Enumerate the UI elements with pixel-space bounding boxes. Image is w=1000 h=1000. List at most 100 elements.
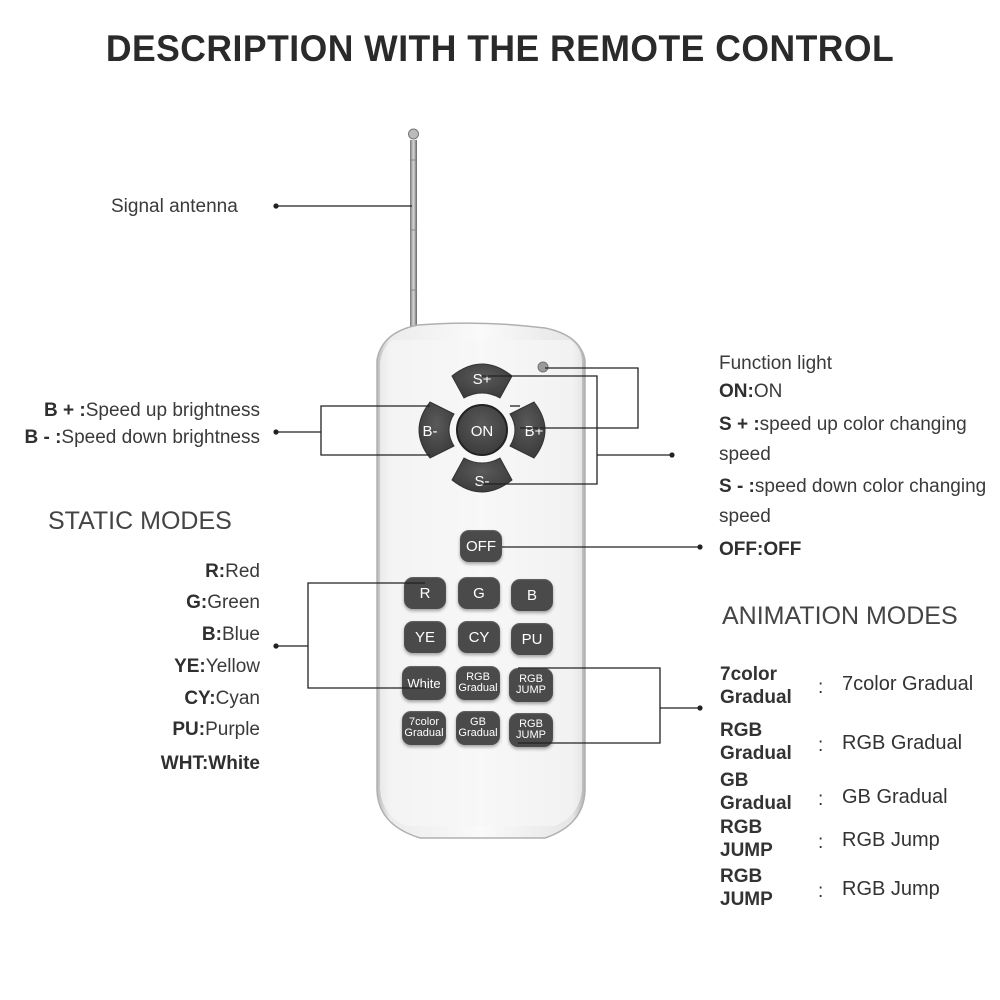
name-line2: Gradual [720,743,792,764]
brightness-up-label: B + :Speed up brightness [0,401,260,420]
label-desc: Red [225,561,260,582]
on-label: ON:ON [719,382,782,401]
animation-modes-heading: ANIMATION MODES [722,602,958,630]
button-label-line2: JUMP [516,729,546,741]
name-line2: JUMP [720,840,773,861]
button-label-line1: GB [470,716,486,728]
name-line2: JUMP [720,889,773,910]
label-desc: speed down color changing [754,476,987,497]
purple-button[interactable]: PU [511,623,553,655]
brightness-down-label: B - :Speed down brightness [0,428,260,447]
antenna [408,128,419,330]
on-button[interactable]: ON [470,423,494,440]
cyan-button[interactable]: CY [458,621,500,653]
label-key: ON: [719,381,754,402]
function-light [537,361,549,373]
page-title: DESCRIPTION WITH THE REMOTE CONTROL [105,28,895,69]
speed-down-label-cont: speed [719,506,771,527]
off-button[interactable]: OFF [460,530,502,562]
animation-mode-desc: 7color Gradual [842,673,974,695]
static-mode-red: R:Red [60,562,260,581]
button-label-line2: JUMP [516,684,546,696]
label-key: B - : [24,427,62,448]
label-key: B + : [44,400,86,421]
name-line1: 7color [720,664,778,685]
static-mode-green: G:Green [60,593,260,612]
name-line2: Gradual [720,687,792,708]
static-modes-heading: STATIC MODES [48,507,232,535]
name-line1: RGB [720,866,763,887]
name-line2: Gradual [720,793,792,814]
button-label-line2: Gradual [404,727,444,739]
button-label-line2: Gradual [458,727,498,739]
label-desc: ON [753,381,783,402]
button-label-line2: Gradual [458,682,498,694]
label-desc: OFF [763,539,802,560]
colon: : [818,677,824,698]
antenna-label: Signal antenna [111,196,238,217]
button-label-line1: RGB [466,671,490,683]
colon: : [818,735,824,756]
dpad-speed-down-button[interactable]: S- [474,473,490,490]
label-key: OFF: [719,539,764,560]
static-mode-blue: B:Blue [60,625,260,644]
yellow-button[interactable]: YE [404,621,446,653]
button-label: White [407,675,441,691]
label-desc: Green [207,592,260,613]
static-mode-yellow: YE:Yellow [60,657,260,676]
button-label-line1: RGB [519,718,543,730]
speed-up-label-cont: speed [719,444,771,465]
speed-down-label: S - :speed down color changing [719,477,986,496]
speed-up-label: S + :speed up color changing [719,415,967,434]
label-key: WHT: [160,753,209,774]
name-line1: GB [720,770,749,791]
colon: : [818,881,824,902]
label-desc: Purple [205,719,260,740]
label-key: CY: [184,688,216,709]
animation-mode-desc: RGB Gradual [842,732,963,754]
dpad-brightness-down-button[interactable]: B- [422,423,438,440]
white-button[interactable]: White [402,666,446,700]
button-label-line1: RGB [519,673,543,685]
animation-mode-desc: GB Gradual [842,786,948,808]
animation-mode-desc: RGB Jump [842,878,940,900]
off-label: OFF:OFF [719,540,801,559]
button-label-line1: 7color [409,716,439,728]
label-key: YE: [174,656,206,677]
label-desc: White [208,753,260,774]
animation-mode-desc: RGB Jump [842,829,940,851]
static-mode-cyan: CY:Cyan [60,689,260,708]
label-key: G: [186,592,208,613]
label-key: S - : [719,476,755,497]
label-desc: speed up color changing [759,414,967,435]
colon: : [818,832,824,853]
colon: : [818,789,824,810]
label-desc: Blue [221,624,260,645]
red-button[interactable]: R [404,577,446,609]
label-desc: Cyan [215,688,260,709]
label-desc: Yellow [205,656,260,677]
function-light-label: Function light [719,353,833,374]
green-button[interactable]: G [458,577,500,609]
blue-button[interactable]: B [511,579,553,611]
name-line1: RGB [720,817,763,838]
label-key: S + : [719,414,760,435]
label-key: B: [201,624,222,645]
label-key: R: [205,561,226,582]
